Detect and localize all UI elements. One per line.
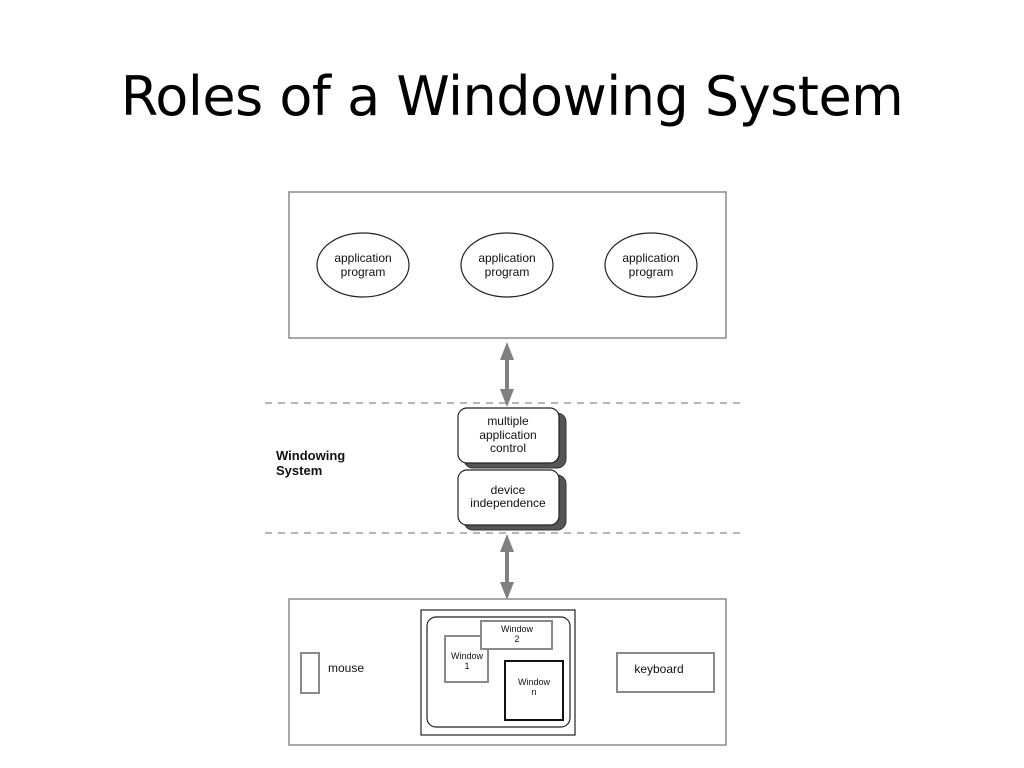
window-1-label-a: Window [451,651,484,661]
role-2-line-2: independence [470,496,546,510]
lower-double-arrow [500,534,514,600]
window-1-label-b: 1 [464,661,469,671]
mouse-device [300,652,320,694]
window-2-label-b: 2 [514,634,519,644]
keyboard-label: keyboard [634,662,683,676]
application-label-1a: application [334,251,391,265]
role-1-line-3: control [490,441,526,455]
application-program-1: application program [316,232,410,298]
application-program-2: application program [460,232,554,298]
mouse-label: mouse [328,661,364,675]
application-label-2b: program [485,265,530,279]
windowing-system-label-1: Windowing [276,448,345,463]
application-label-3b: program [629,265,674,279]
slide-title: Roles of a Windowing System [120,65,904,128]
role-1-line-2: application [479,428,536,442]
application-program-3: application program [604,232,698,298]
application-label-3a: application [622,251,679,265]
windowing-system-label-2: System [276,463,322,478]
application-label-1b: program [341,265,386,279]
upper-double-arrow [500,342,514,407]
window-n-label-b: n [531,687,536,697]
role-multiple-application-control: multiple application control [457,407,567,469]
role-1-line-1: multiple [487,414,529,428]
role-2-line-1: device [491,483,526,497]
window-2 [480,620,553,650]
role-device-independence: device independence [457,469,567,531]
application-label-2a: application [478,251,535,265]
window-n-label-a: Window [518,677,551,687]
window-n [504,660,564,721]
window-2-label-a: Window [501,624,534,634]
keyboard-device [616,652,715,693]
